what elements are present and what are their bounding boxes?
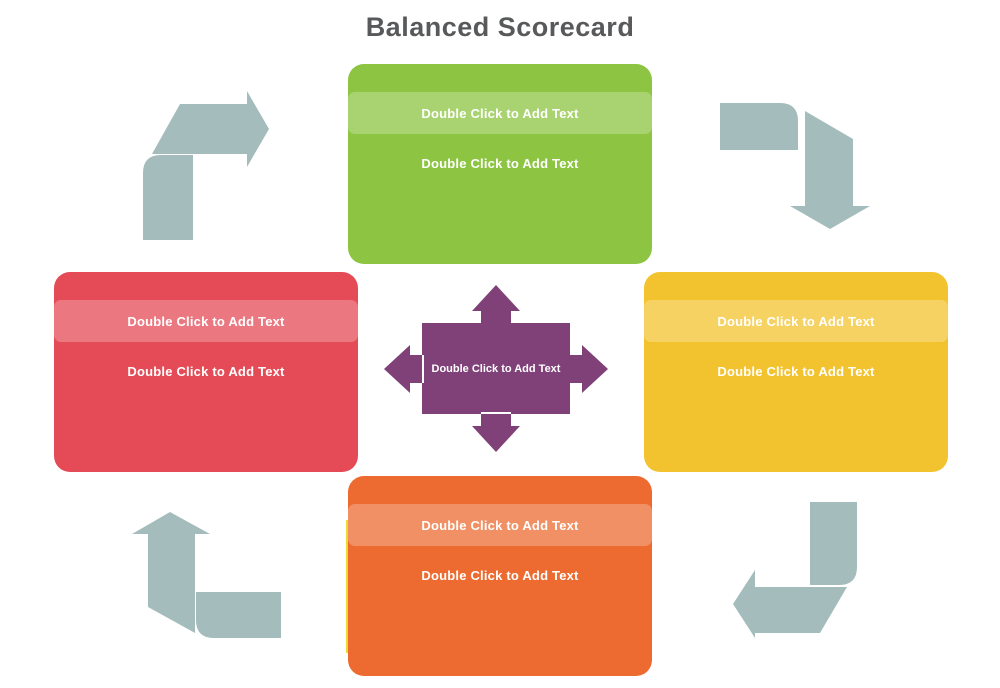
- corner-arrow-bottom-right-icon: [733, 502, 857, 638]
- card-left-body-label[interactable]: Double Click to Add Text: [127, 364, 285, 379]
- card-left-band[interactable]: Double Click to Add Text: [54, 300, 358, 342]
- card-top-band[interactable]: Double Click to Add Text: [348, 92, 652, 134]
- card-top-band-label[interactable]: Double Click to Add Text: [421, 105, 579, 121]
- card-left[interactable]: Double Click to Add Text Double Click to…: [54, 272, 358, 472]
- corner-arrow-bottom-left-icon: [132, 512, 281, 638]
- card-top-body-label[interactable]: Double Click to Add Text: [421, 156, 579, 171]
- card-right-band-label[interactable]: Double Click to Add Text: [717, 313, 875, 329]
- stray-yellow-line: [346, 520, 348, 653]
- card-bottom-band-label[interactable]: Double Click to Add Text: [421, 517, 579, 533]
- center-text-placeholder[interactable]: Double Click to Add Text: [431, 363, 561, 375]
- corner-arrow-top-left-icon: [143, 91, 269, 240]
- diagram-title: Balanced Scorecard: [365, 12, 635, 42]
- card-bottom-band[interactable]: Double Click to Add Text: [348, 504, 652, 546]
- card-right-band[interactable]: Double Click to Add Text: [644, 300, 948, 342]
- corner-arrow-top-right-icon: [720, 103, 870, 229]
- card-bottom-body-label[interactable]: Double Click to Add Text: [421, 568, 579, 583]
- card-bottom[interactable]: Double Click to Add Text Double Click to…: [348, 476, 652, 676]
- four-way-expand-arrows-icon[interactable]: [384, 285, 608, 452]
- card-right[interactable]: Double Click to Add Text Double Click to…: [644, 272, 948, 472]
- card-top[interactable]: Double Click to Add Text Double Click to…: [348, 64, 652, 264]
- card-right-body-label[interactable]: Double Click to Add Text: [717, 364, 875, 379]
- card-left-band-label[interactable]: Double Click to Add Text: [127, 313, 285, 329]
